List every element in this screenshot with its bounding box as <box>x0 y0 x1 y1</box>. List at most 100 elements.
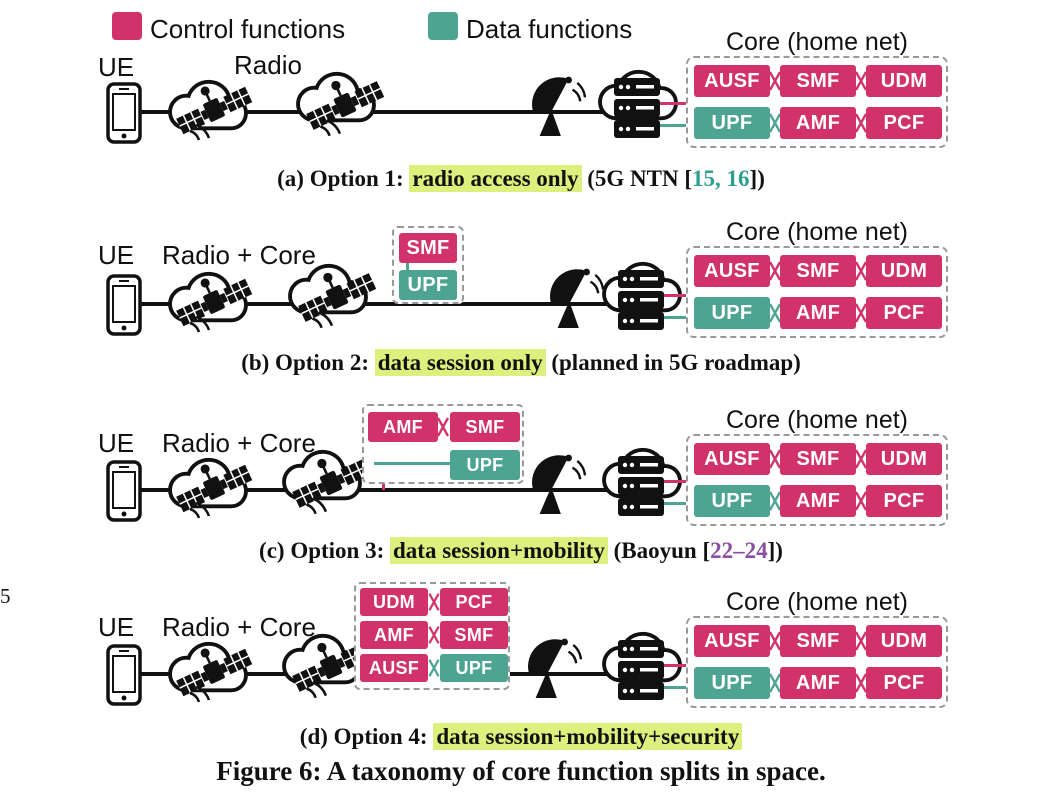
nf-udm: UDM <box>866 65 942 97</box>
nf-udm: UDM <box>866 443 942 475</box>
caption-option-d: (d) Option 4: data session+mobility+secu… <box>0 723 1042 750</box>
data-functions-label: Data functions <box>466 14 633 44</box>
nf-pcf: PCF <box>866 667 942 699</box>
network-link-line <box>124 302 662 306</box>
nf-pcf: PCF <box>866 107 942 139</box>
caption-text: (a) Option 1: <box>277 166 410 191</box>
server-icon <box>616 454 666 518</box>
core-network-home: Core (home net) AUSF SMF UDM UPF AMF PCF <box>686 28 948 148</box>
nf-upf: UPF <box>694 485 770 517</box>
radio-label: Radio <box>234 50 302 80</box>
phone-icon <box>106 460 142 522</box>
phone-icon <box>106 274 142 336</box>
data-link-line <box>406 263 409 271</box>
caption-option-a: (a) Option 1: radio access only (5G NTN … <box>0 165 1042 192</box>
connector-x-icon <box>428 623 440 647</box>
radio-core-label: Radio + Core <box>162 428 316 458</box>
data-functions-swatch <box>428 12 458 40</box>
radio-core-label: Radio + Core <box>162 240 316 270</box>
nf-ausf: AUSF <box>360 654 428 682</box>
nf-ausf: AUSF <box>694 255 770 287</box>
caption-highlight: radio access only <box>409 165 582 192</box>
core-box: AUSF SMF UDM UPF AMF PCF <box>686 56 948 148</box>
satellite-icon <box>174 74 254 146</box>
nf-smf: SMF <box>440 621 508 649</box>
citation: 15, 16 <box>692 166 750 191</box>
radio-core-label: Radio + Core <box>162 612 316 642</box>
caption-text: (d) Option 4: <box>299 724 434 749</box>
nf-ausf: AUSF <box>694 625 770 657</box>
core-title: Core (home net) <box>725 406 909 434</box>
nf-amf: AMF <box>780 667 856 699</box>
control-functions-swatch <box>112 12 142 40</box>
core-box: AUSF SMF UDM UPF AMF PCF <box>686 434 948 526</box>
nf-amf: AMF <box>360 621 428 649</box>
network-link-line <box>124 488 662 492</box>
core-title: Core (home net) <box>725 218 909 246</box>
connector-x-icon <box>428 590 440 614</box>
server-icon <box>612 76 662 140</box>
connector-x-icon <box>437 414 449 440</box>
caption-text: (b) Option 2: <box>241 350 375 375</box>
caption-text: (c) Option 3: <box>259 538 391 563</box>
core-title: Core (home net) <box>725 28 909 56</box>
nf-upf: UPF <box>450 450 520 480</box>
caption-highlight: data session+mobility+security <box>433 723 743 750</box>
phone-icon <box>106 644 142 706</box>
control-functions-label: Control functions <box>150 14 346 44</box>
data-link-line <box>374 462 450 465</box>
nf-udm: UDM <box>360 588 428 616</box>
satellite-core-box: UDM PCF AMF SMF AUSF UPF <box>354 582 510 690</box>
nf-amf: AMF <box>368 412 438 442</box>
nf-upf: UPF <box>694 667 770 699</box>
citation: 22–24 <box>710 538 768 563</box>
ue-label: UE <box>98 240 135 270</box>
core-network-home: Core (home net) AUSF SMF UDM UPF AMF PCF <box>686 218 948 338</box>
satellite-core-box: SMF UPF <box>392 226 464 304</box>
ue-label: UE <box>98 612 135 642</box>
satellite-icon <box>174 636 254 708</box>
caption-text: ]) <box>767 538 783 563</box>
satellite-core-box: AMF SMF UPF <box>362 404 524 484</box>
diagram-row-b: UE Radio + Core SMF UPF Core (home net) … <box>0 210 1042 360</box>
satellite-icon <box>296 260 378 334</box>
caption-text: (Baoyun [ <box>607 538 711 563</box>
server-icon <box>616 268 666 332</box>
nf-pcf: PCF <box>866 297 942 329</box>
control-link-line <box>660 480 690 483</box>
nf-amf: AMF <box>780 297 856 329</box>
ground-dish-icon <box>546 268 604 332</box>
nf-smf: SMF <box>780 255 856 287</box>
nf-smf: SMF <box>780 65 856 97</box>
satellite-icon <box>174 266 254 338</box>
nf-ausf: AUSF <box>694 65 770 97</box>
nf-pcf: PCF <box>866 485 942 517</box>
nf-upf: UPF <box>440 654 508 682</box>
nf-smf: SMF <box>399 233 457 263</box>
satellite-icon <box>174 452 254 524</box>
caption-text: ]) <box>749 166 765 191</box>
nf-udm: UDM <box>866 625 942 657</box>
nf-upf: UPF <box>694 297 770 329</box>
ue-label: UE <box>98 428 135 458</box>
data-link-line <box>660 124 690 127</box>
ue-label: UE <box>98 52 135 82</box>
diagram-row-a: UE Radio Core (home net) AUSF SMF UDM UP… <box>0 28 1042 178</box>
core-network-home: Core (home net) AUSF SMF UDM UPF AMF PCF <box>686 406 948 526</box>
margin-line-number: 5 <box>0 584 11 608</box>
network-link-line <box>124 110 662 114</box>
caption-highlight: data session only <box>374 349 546 376</box>
nf-amf: AMF <box>780 107 856 139</box>
control-link-line <box>656 102 690 105</box>
nf-upf: UPF <box>694 107 770 139</box>
data-link-line <box>664 316 690 319</box>
caption-option-c: (c) Option 3: data session+mobility (Bao… <box>0 537 1042 564</box>
nf-smf: SMF <box>450 412 520 442</box>
control-link-line <box>382 482 385 490</box>
figure-caption: Figure 6: A taxonomy of core function sp… <box>216 756 826 786</box>
nf-upf: UPF <box>399 270 457 300</box>
diagram-row-d: UE Radio + Core UDM PCF AMF SMF AUSF UPF… <box>0 578 1042 730</box>
data-link-line <box>664 686 690 689</box>
nf-amf: AMF <box>780 485 856 517</box>
nf-ausf: AUSF <box>694 443 770 475</box>
